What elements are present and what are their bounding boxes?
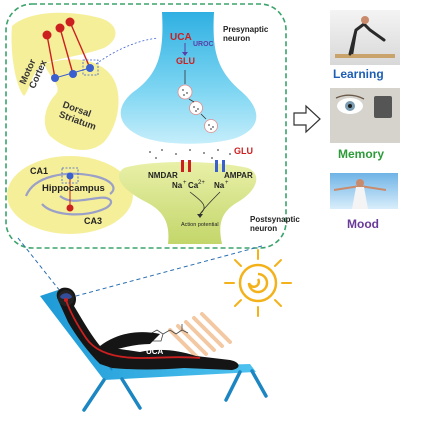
na2-plus: + — [225, 180, 229, 186]
projection-line-left — [17, 237, 65, 297]
uroc-label: UROC — [193, 41, 214, 48]
ampar-receptor — [215, 160, 218, 172]
ca3-neuron — [66, 204, 74, 212]
ca1-label: CA1 — [30, 166, 48, 176]
projection-line-right — [75, 245, 263, 297]
glu-label: GLU — [176, 56, 195, 66]
na-plus: + — [183, 180, 187, 186]
striatum-neuron — [69, 70, 77, 78]
ca1-neuron — [66, 172, 74, 180]
nmdar-receptor — [181, 160, 184, 172]
learning-panel: Learning — [330, 10, 400, 81]
nerve-path — [65, 299, 201, 359]
mood-label: Mood — [347, 217, 379, 231]
ca-label: Ca — [188, 181, 199, 190]
na2-label: Na — [214, 181, 225, 190]
striatum-neuron — [51, 74, 59, 82]
motor-cortex-shape — [11, 12, 116, 97]
vesicle — [204, 119, 218, 133]
cortex-neuron — [42, 30, 52, 40]
striatum-neuron — [86, 64, 94, 72]
memory-label: Memory — [338, 147, 384, 161]
uca-label: UCA — [170, 32, 192, 43]
zoom-arrow — [95, 37, 159, 65]
nmdar-label: NMDAR — [148, 171, 178, 180]
action-potential-label: Action potential — [181, 222, 219, 228]
ca1-zoom-box — [61, 167, 79, 184]
cortex-neuron — [65, 17, 75, 27]
person-silhouette — [56, 287, 239, 370]
na-label: Na — [172, 181, 183, 190]
glu-cleft-label: GLU — [234, 146, 253, 156]
zoom-box — [82, 59, 99, 76]
mood-panel: Mood — [330, 173, 398, 231]
hippocampus-label: Hippocampus — [42, 183, 105, 194]
uca-body-label: UCA — [146, 347, 164, 356]
ca3-label: CA3 — [84, 216, 102, 226]
hippocampus-panel: CA1 Hippocampus CA3 — [7, 156, 133, 234]
ampar-receptor — [222, 160, 225, 172]
postsynaptic-terminal — [118, 162, 257, 244]
nmdar-receptor — [188, 160, 191, 172]
sun-icon — [224, 249, 292, 317]
ca-charge: 2+ — [198, 180, 205, 186]
vesicle — [177, 84, 193, 100]
cortex-neuron — [55, 23, 65, 33]
memory-panel: Memory — [330, 88, 400, 161]
learning-label: Learning — [333, 67, 384, 81]
lounger-scene: UCA — [40, 287, 268, 412]
vesicle — [189, 101, 203, 115]
motor-striatum-panel: MotorCortex DorsalStriatum — [11, 12, 119, 150]
dorsal-striatum-shape — [44, 59, 119, 150]
outcome-arrow — [293, 104, 321, 134]
ampar-label: AMPAR — [224, 171, 253, 180]
presynaptic-terminal — [120, 12, 257, 144]
